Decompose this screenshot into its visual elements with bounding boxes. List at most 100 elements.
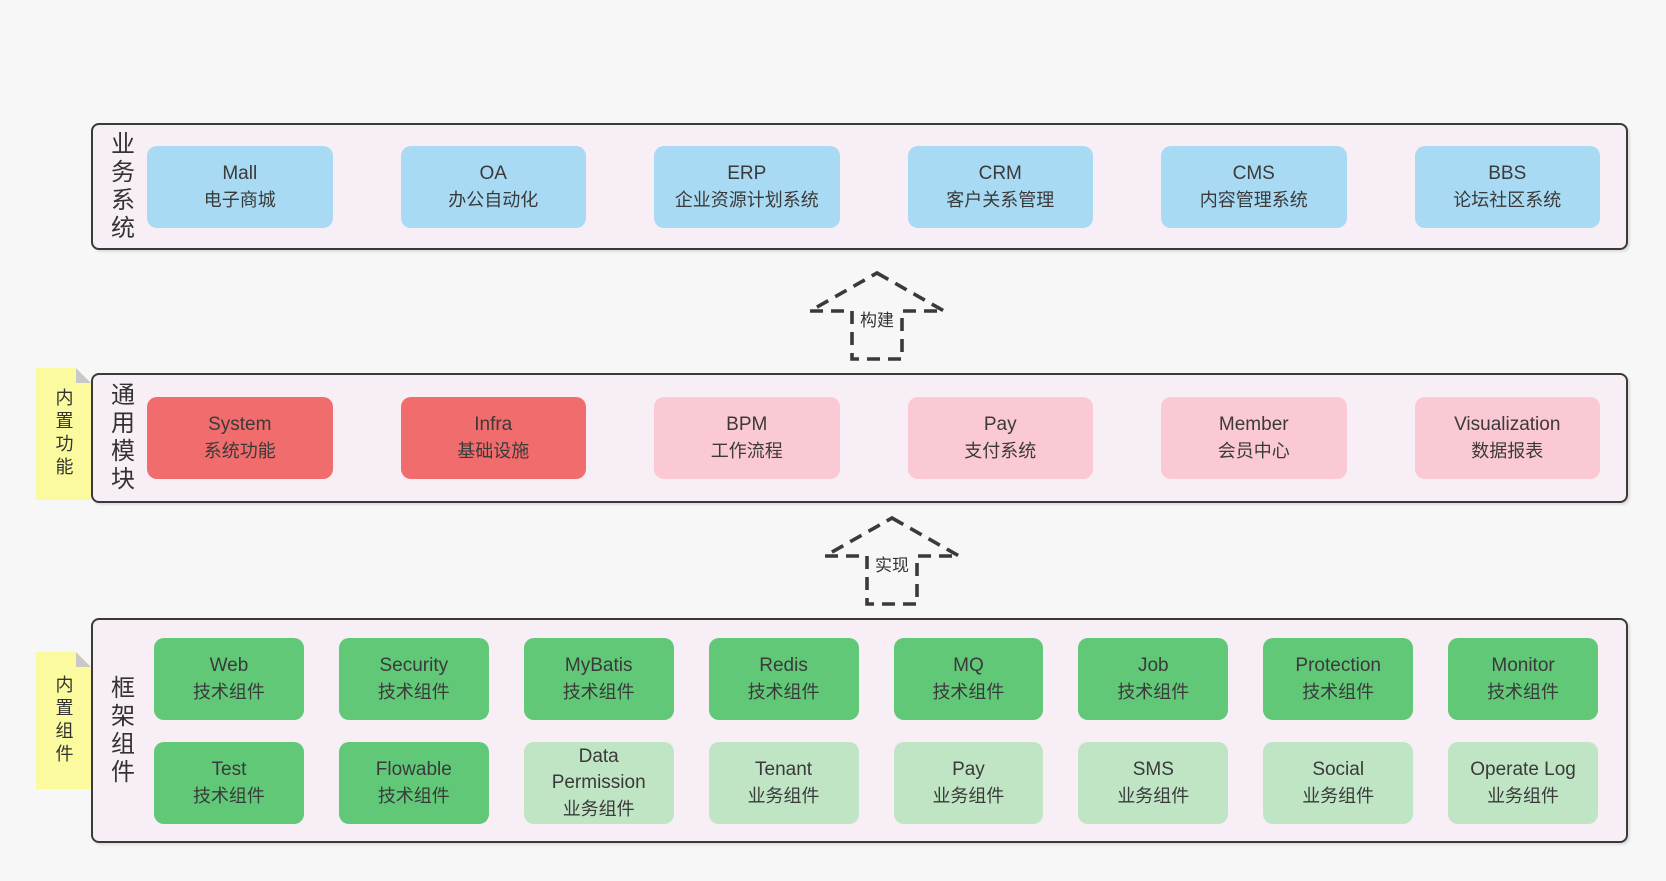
box-title: Infra: [474, 414, 513, 435]
box-subtitle: 技术组件: [377, 681, 450, 702]
box-subtitle: 系统功能: [203, 441, 276, 461]
box-title: Data Permission: [551, 745, 646, 793]
box-operate-log: Operate Log 业务组件: [1448, 741, 1598, 824]
dashed-up-arrow-icon: 构建: [803, 270, 951, 361]
box-subtitle: 技术组件: [1117, 681, 1190, 702]
box-subtitle: 技术组件: [562, 681, 635, 702]
box-erp: ERP 企业资源计划系统: [654, 145, 840, 228]
box-pay: Pay 业务组件: [893, 741, 1044, 824]
box-bpm: BPM 工作流程: [654, 397, 840, 479]
box-title: Pay: [952, 758, 985, 780]
box-subtitle: 客户关系管理: [946, 189, 1055, 210]
box-subtitle: 业务组件: [562, 798, 635, 819]
box-cms: CMS 内容管理系统: [1161, 145, 1347, 228]
box-protection: Protection 技术组件: [1263, 637, 1414, 720]
box-subtitle: 技术组件: [932, 681, 1005, 702]
box-subtitle: 办公自动化: [448, 189, 539, 210]
box-title: Operate Log: [1470, 758, 1576, 780]
sticky-note-built-in-features: 内置功能: [36, 368, 91, 500]
box-web: Web 技术组件: [154, 637, 304, 720]
box-pay: Pay 支付系统: [907, 397, 1093, 479]
box-subtitle: 企业资源计划系统: [674, 189, 819, 210]
box-title: BBS: [1488, 162, 1527, 184]
box-tenant: Tenant 业务组件: [708, 741, 859, 824]
box-subtitle: 基础设施: [457, 441, 530, 461]
implement-arrow-label: 实现: [875, 556, 909, 575]
box-subtitle: 电子商城: [203, 189, 276, 210]
box-subtitle: 技术组件: [192, 785, 265, 806]
box-title: Redis: [759, 654, 808, 676]
box-visualization: Visualization 数据报表: [1414, 397, 1600, 479]
box-title: Pay: [983, 414, 1017, 435]
build-arrow: 构建: [803, 270, 951, 362]
box-job: Job 技术组件: [1078, 637, 1229, 720]
build-arrow-label: 构建: [860, 311, 894, 330]
box-title: MQ: [953, 654, 984, 676]
box-title: BPM: [726, 414, 768, 435]
box-subtitle: 论坛社区系统: [1453, 189, 1562, 210]
box-title: Protection: [1295, 654, 1381, 676]
box-subtitle: 技术组件: [1487, 681, 1560, 702]
box-title: CRM: [978, 162, 1022, 184]
box-system: System 系统功能: [147, 397, 333, 479]
sticky-note-built-in-components: 内置组件: [36, 652, 91, 789]
box-title: ERP: [727, 162, 767, 184]
box-title: Visualization: [1454, 414, 1561, 435]
box-title: Security: [379, 654, 449, 676]
box-title: Web: [209, 654, 249, 676]
box-title: Social: [1312, 758, 1365, 780]
box-test: Test 技术组件: [154, 741, 304, 824]
panel-components-label: 框架组件: [106, 674, 134, 787]
box-subtitle: 技术组件: [747, 681, 820, 702]
box-mall: Mall 电子商城: [147, 145, 333, 228]
box-redis: Redis 技术组件: [708, 637, 859, 720]
box-mq: MQ 技术组件: [893, 637, 1044, 720]
box-title: System: [208, 414, 272, 435]
box-title: Job: [1137, 654, 1169, 676]
box-subtitle: 业务组件: [1117, 785, 1190, 806]
box-data-permission: Data Permission 业务组件: [523, 741, 674, 824]
box-subtitle: 业务组件: [1302, 785, 1375, 806]
box-subtitle: 技术组件: [377, 785, 450, 806]
panel-common-modules: 通用模块 System 系统功能 Infra 基础设施 BPM 工作流程 Pay 支付系统 Me…: [91, 373, 1628, 503]
box-title: Tenant: [755, 758, 813, 780]
box-subtitle: 支付系统: [964, 441, 1037, 461]
box-subtitle: 业务组件: [1487, 785, 1560, 806]
box-mybatis: MyBatis 技术组件: [523, 637, 674, 720]
box-crm: CRM 客户关系管理: [907, 145, 1093, 228]
box-subtitle: 业务组件: [932, 785, 1005, 806]
box-infra: Infra 基础设施: [400, 397, 586, 479]
box-title: MyBatis: [564, 654, 633, 676]
box-title: OA: [479, 162, 507, 184]
box-oa: OA 办公自动化: [400, 145, 586, 228]
box-subtitle: 技术组件: [192, 681, 265, 702]
arrow-label-backdrop: [870, 553, 914, 576]
box-subtitle: 内容管理系统: [1199, 189, 1308, 210]
box-subtitle: 技术组件: [1302, 681, 1375, 702]
box-title: Mall: [222, 162, 258, 184]
business-system-boxes: Mall 电子商城 OA 办公自动化 ERP 企业资源计划系统 CRM 客户关系管理 CMS 内容…: [147, 125, 1626, 248]
box-flowable: Flowable 技术组件: [338, 741, 489, 824]
box-subtitle: 数据报表: [1471, 441, 1544, 461]
arrow-label-backdrop: [855, 308, 899, 331]
dashed-up-arrow-icon: 实现: [818, 515, 966, 606]
panel-modules-label: 通用模块: [106, 382, 134, 494]
box-title: Test: [211, 758, 247, 780]
box-subtitle: 工作流程: [710, 441, 783, 461]
box-bbs: BBS 论坛社区系统: [1414, 145, 1600, 228]
box-title: Monitor: [1491, 654, 1555, 676]
box-title: SMS: [1132, 758, 1174, 780]
box-title: CMS: [1232, 162, 1275, 184]
box-subtitle: 会员中心: [1217, 441, 1290, 461]
box-subtitle: 业务组件: [747, 785, 820, 806]
box-monitor: Monitor 技术组件: [1448, 637, 1598, 720]
box-title: Flowable: [375, 758, 452, 780]
